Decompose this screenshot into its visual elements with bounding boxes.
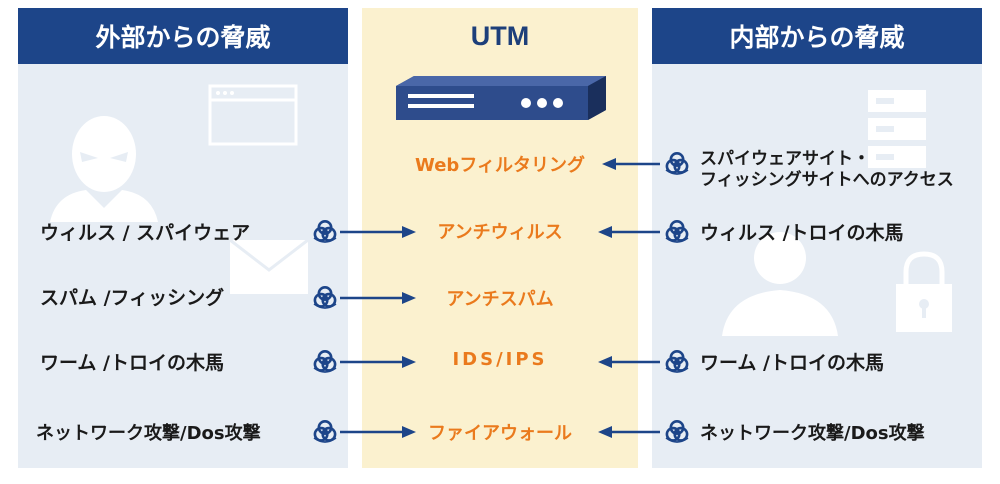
right-threat-spyware-site-line2: フィッシングサイトへのアクセス: [700, 170, 954, 190]
biohazard-icon: [664, 419, 690, 445]
server-rack-icon: [868, 90, 926, 168]
external-threats-title: 外部からの脅威: [18, 8, 348, 64]
biohazard-icon: [664, 219, 690, 245]
feature-antivirus: アンチウィルス: [437, 222, 563, 243]
arrow-right-icon: [340, 292, 416, 304]
external-threats-panel: 外部からの脅威: [18, 8, 348, 468]
utm-title: UTM: [362, 8, 638, 64]
hacker-silhouette-icon: [50, 116, 158, 222]
left-threat-network-dos: ネットワーク攻撃/Dos攻撃: [36, 423, 261, 444]
arrow-left-icon: [598, 356, 660, 368]
feature-firewall: ファイアウォール: [428, 423, 572, 444]
right-threat-worm-trojan: ワーム /トロイの木馬: [700, 352, 884, 374]
arrow-left-icon: [602, 158, 660, 170]
utm-device-icon: [396, 76, 606, 120]
arrow-right-icon: [340, 226, 416, 238]
padlock-icon: [896, 251, 952, 332]
biohazard-icon: [312, 419, 338, 445]
right-threat-virus-trojan: ウィルス /トロイの木馬: [700, 222, 904, 244]
envelope-icon: [229, 238, 309, 294]
left-threat-spam-phishing: スパム /フィッシング: [40, 287, 225, 309]
arrow-left-icon: [598, 426, 660, 438]
browser-window-icon: [208, 84, 298, 146]
arrow-right-icon: [340, 356, 416, 368]
biohazard-icon: [312, 349, 338, 375]
biohazard-icon: [664, 349, 690, 375]
feature-web-filtering: Webフィルタリング: [415, 155, 585, 176]
internal-threats-panel: 内部からの脅威: [652, 8, 982, 468]
arrow-left-icon: [598, 226, 660, 238]
internal-threats-title: 内部からの脅威: [652, 8, 982, 64]
left-threat-worm-trojan: ワーム /トロイの木馬: [40, 352, 224, 374]
biohazard-icon: [664, 151, 690, 177]
biohazard-icon: [312, 219, 338, 245]
right-threat-spyware-site-line1: スパイウェアサイト・: [700, 149, 870, 169]
feature-ids-ips: IDS/IPS: [452, 349, 548, 370]
user-silhouette-icon: [722, 232, 838, 336]
biohazard-icon: [312, 285, 338, 311]
feature-antispam: アンチスパム: [446, 289, 554, 310]
utm-panel: UTM: [362, 8, 638, 468]
right-threat-network-dos: ネットワーク攻撃/Dos攻撃: [700, 423, 925, 444]
left-threat-virus-spyware: ウィルス / スパイウェア: [40, 222, 251, 244]
arrow-right-icon: [340, 426, 416, 438]
